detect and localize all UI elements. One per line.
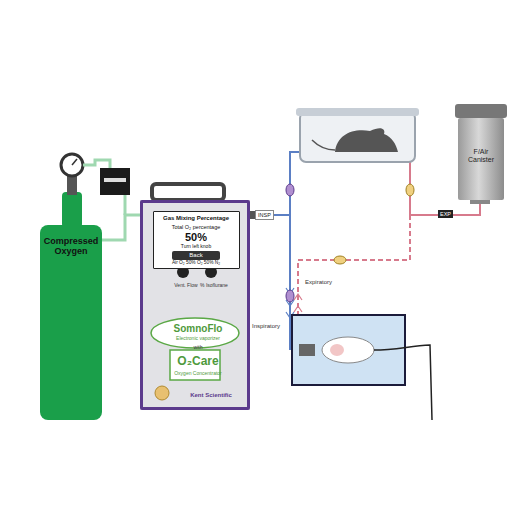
screen-value: 50%	[154, 231, 238, 243]
device-body	[140, 200, 250, 410]
brand-name: O₂Care	[153, 355, 243, 368]
cable	[374, 345, 432, 420]
screen-text: Turn left knob	[154, 244, 238, 250]
device-handle	[152, 184, 224, 200]
oxygen-line	[102, 215, 140, 240]
oxygen-cylinder: Compressed Oxygen	[40, 225, 102, 420]
display-screen: Gas Mixing PercentageTotal O₂ percentage…	[153, 211, 240, 269]
port-label: EXP	[438, 210, 453, 218]
maker-name: Kent Scientific	[171, 392, 251, 399]
tube-label: Inspiratory	[250, 322, 282, 331]
brand-name: SomnoFlo	[153, 323, 243, 334]
mouse	[335, 128, 398, 152]
chamber-lid	[296, 108, 419, 116]
screen-text: Air O₂ 50% O₂ 50% N₂	[154, 260, 238, 265]
brand-text: with	[153, 345, 243, 351]
emblem	[155, 386, 169, 400]
induction-chamber	[300, 112, 415, 162]
screen-button: Back	[172, 251, 220, 260]
tube-label: Expiratory	[303, 278, 334, 287]
flow-regulator	[100, 168, 130, 195]
filter-canister: F/Air Canister	[458, 118, 504, 200]
port-label: INSP	[255, 210, 274, 220]
knob-label: % Isoflurane	[191, 283, 237, 289]
inspiratory-tube	[256, 152, 300, 215]
brand-subtitle: Electronic vaporizer	[153, 336, 243, 342]
vaporizer-device: Vent. Flow% IsofluraneSomnoFloElectronic…	[140, 200, 250, 410]
nose-cone	[299, 344, 315, 356]
canister-cap	[455, 104, 507, 118]
pressure-gauge	[61, 154, 83, 176]
cylinder-label: Compressed Oxygen	[42, 237, 100, 257]
cylinder-valve	[67, 175, 77, 195]
cylinder-neck	[62, 192, 82, 228]
brand-subtitle: Oxygen Concentrator	[153, 371, 243, 377]
inspiratory-tube	[289, 215, 291, 350]
mouse	[322, 337, 374, 363]
gas-tube	[83, 160, 102, 165]
screen-text: Total O₂ percentage	[154, 224, 238, 230]
screen-title: Gas Mixing Percentage	[154, 215, 238, 222]
canister-label: F/Air Canister	[460, 148, 502, 163]
